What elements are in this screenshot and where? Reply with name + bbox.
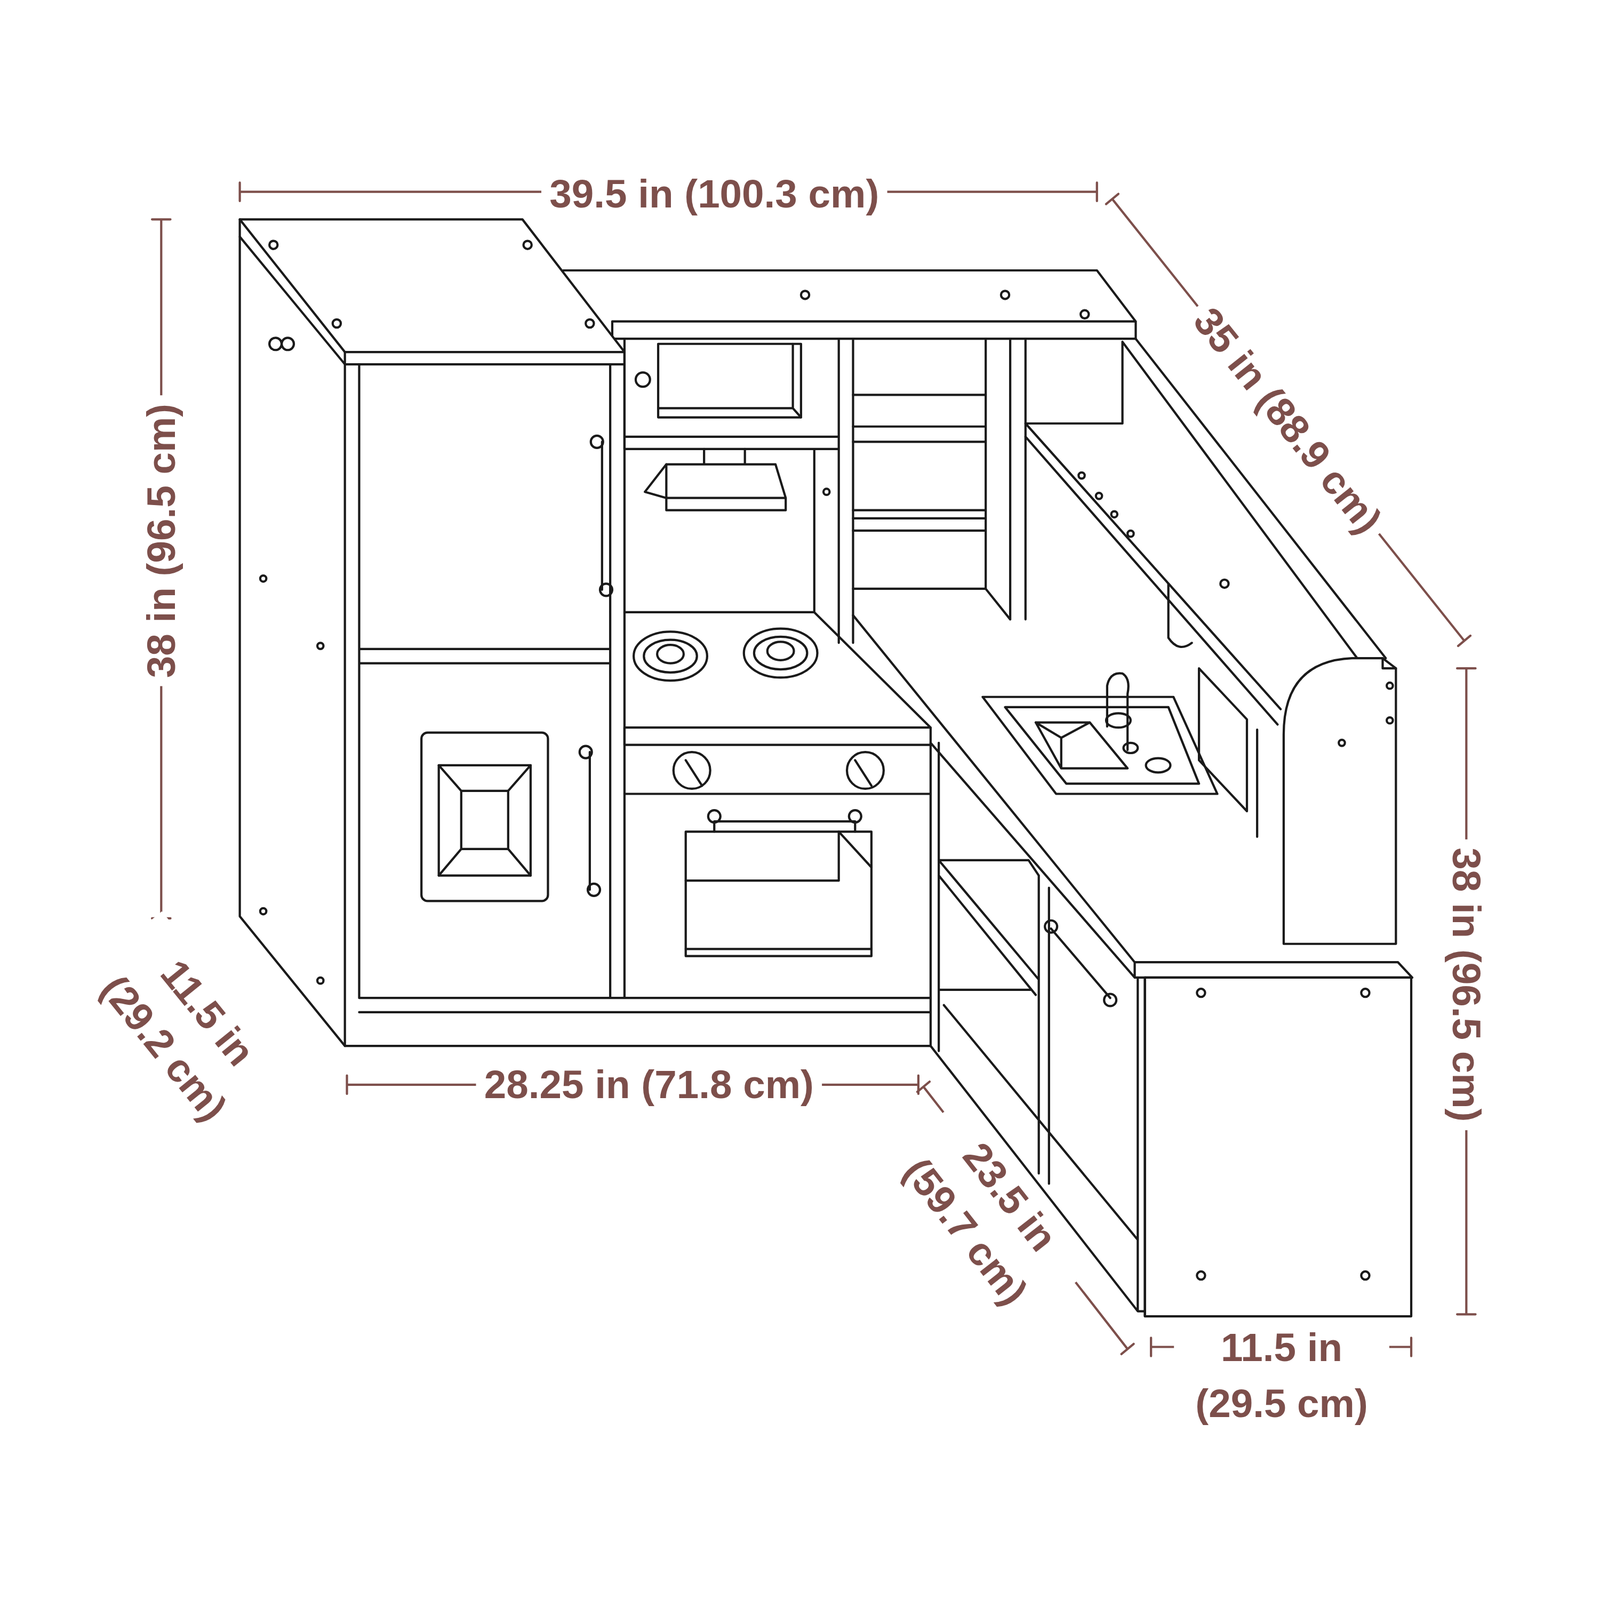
dimension-label: 28.25 in (71.8 cm): [476, 1056, 823, 1114]
screw-dot: [1196, 1271, 1205, 1280]
screw-dot: [823, 488, 830, 495]
screw-dot: [1338, 739, 1345, 746]
counter-top: [852, 615, 1412, 978]
burner: [767, 641, 795, 660]
screw-dot: [260, 575, 267, 582]
handle-knob: [587, 883, 600, 896]
screw-dot: [332, 319, 341, 328]
end-cap-panel: [1283, 658, 1396, 944]
screw-dot: [260, 908, 267, 915]
screw-dot: [1127, 530, 1134, 537]
screw-dot: [1001, 290, 1010, 299]
screw-dot: [1096, 492, 1102, 499]
oven-window: [685, 831, 872, 949]
screw-dot: [1111, 511, 1118, 518]
fridge-side: [240, 236, 346, 1046]
handle-knob: [849, 810, 862, 823]
screw-dot: [1078, 472, 1085, 479]
burner: [657, 644, 684, 663]
handle-knob: [708, 810, 721, 823]
fridge-top: [240, 219, 625, 352]
water-dispenser: [438, 765, 531, 876]
screw-dot: [1361, 988, 1370, 997]
oven-door: [685, 831, 872, 956]
top-shelf: [563, 270, 1136, 339]
water-dispenser: [421, 732, 548, 902]
handle-knob: [579, 746, 592, 759]
burner: [754, 636, 807, 670]
screw-dot: [317, 642, 324, 649]
sink-basin: [1035, 722, 1128, 769]
dimension-label: 11.5 in (29.5 cm): [1173, 1318, 1390, 1432]
dimension-label: 38 in (96.5 cm): [1437, 839, 1495, 1131]
faucet-knob: [1146, 758, 1171, 773]
screw-dot: [1386, 682, 1393, 689]
handle-knob: [1044, 920, 1058, 933]
faucet-knob: [1123, 742, 1139, 754]
screw-dot: [1220, 579, 1229, 588]
faucet-knob: [1106, 713, 1131, 728]
screw-dot: [1196, 988, 1205, 997]
side-knob: [269, 337, 282, 350]
stove-knob: [846, 752, 884, 789]
microwave-bevel: [658, 344, 802, 418]
faucet: [1107, 673, 1129, 750]
screw-dot: [1386, 717, 1393, 724]
water-dispenser: [438, 765, 531, 876]
oven-handle: [714, 821, 855, 832]
sink-rim: [982, 697, 1218, 795]
side-knob: [281, 337, 294, 350]
dimension-label: 11.5 in (29.2 cm): [74, 911, 298, 1150]
screw-dot: [801, 290, 810, 299]
screw-dot: [585, 319, 594, 328]
stove-knob: [685, 760, 872, 786]
screw-dot: [523, 241, 532, 250]
fridge-top-edge: [240, 219, 625, 365]
dimension-label: 38 in (96.5 cm): [132, 395, 190, 687]
screw-dot: [1361, 1271, 1370, 1280]
screw-dot: [269, 241, 278, 250]
screw-dot: [317, 977, 324, 984]
microwave-door: [658, 344, 802, 418]
burner: [744, 628, 818, 678]
handle-knob: [600, 583, 613, 596]
microwave-knob: [635, 372, 651, 387]
dimension-label: 39.5 in (100.3 cm): [541, 165, 888, 223]
burner: [633, 631, 708, 681]
fridge-handle: [589, 441, 603, 890]
dimension-line: [1106, 194, 1471, 647]
stove-top: [624, 612, 931, 795]
dimension-label: 23.5 in (59.7 cm): [876, 1094, 1099, 1334]
screw-dot: [1080, 310, 1089, 319]
dimension-label: 35 in (88.9 cm): [1174, 289, 1400, 552]
handle-knob: [590, 435, 604, 448]
microwave-compartment: [624, 338, 854, 643]
handle-knob: [1104, 994, 1117, 1007]
towel-holder: [1168, 583, 1258, 837]
shelf-unit: [852, 338, 1026, 620]
cabinet-handle: [1051, 928, 1111, 998]
right-cabinet: [1145, 977, 1412, 1317]
burner: [643, 640, 697, 673]
fridge-front: [345, 364, 931, 1046]
range-hood: [644, 449, 786, 511]
end-cap-edge: [1382, 658, 1396, 669]
